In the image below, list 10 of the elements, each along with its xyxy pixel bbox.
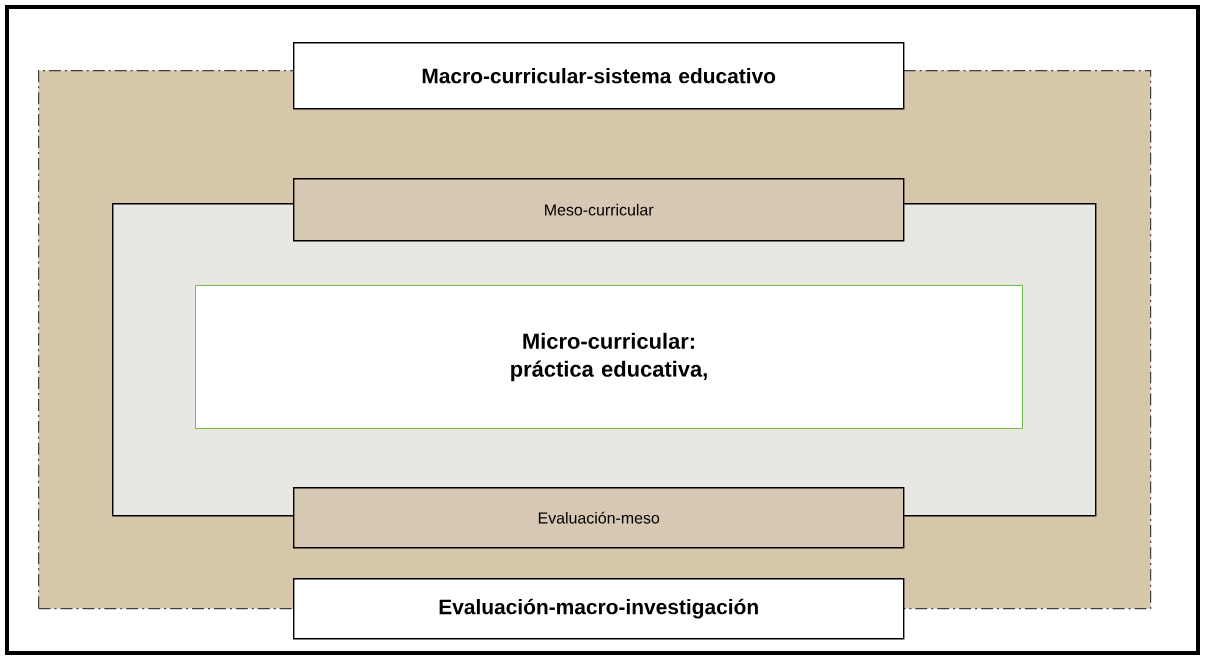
content-text: Micro-curricular: práctica educativa, bbox=[511, 332, 707, 382]
content-box bbox=[195, 285, 1023, 429]
level-label-box bbox=[293, 578, 905, 640]
level-label: Meso-curricular bbox=[545, 203, 654, 216]
level-label: Evaluación-macro-investigación bbox=[439, 598, 758, 619]
level-label-box bbox=[293, 178, 905, 242]
level-label-box bbox=[293, 487, 905, 549]
level-label-box bbox=[293, 42, 905, 110]
level-label: Evaluación-meso bbox=[538, 511, 660, 524]
level-label: Macro-curricular-sistema educativo bbox=[422, 68, 776, 84]
